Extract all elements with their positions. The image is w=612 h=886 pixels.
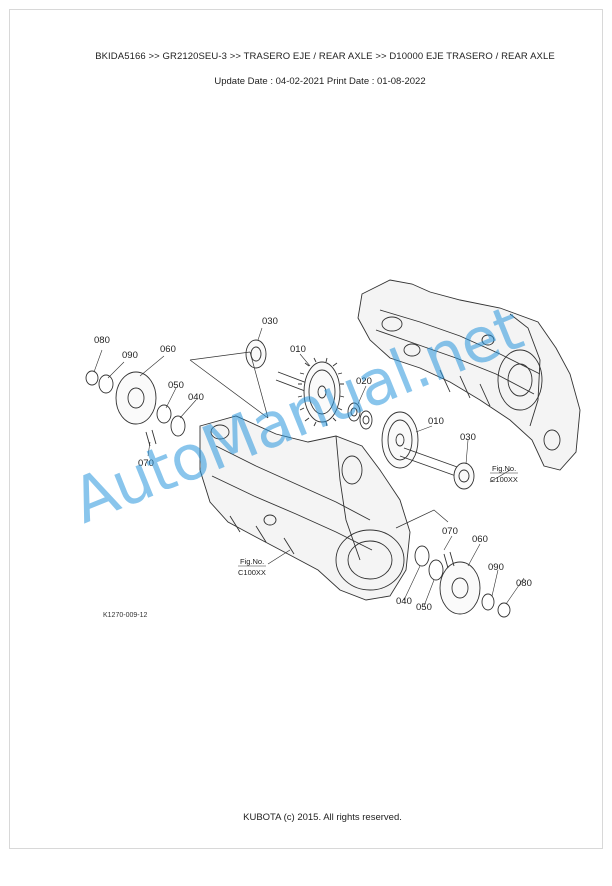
rear-axle-exploded-diagram: 080 090 060 050 040 070 030 010 020 010 …	[85, 279, 581, 618]
copyright-footer: KUBOTA (c) 2015. All rights reserved.	[243, 812, 402, 823]
update-print-dates: Update Date : 04-02-2021 Print Date : 01…	[214, 76, 426, 87]
figure-code: K1270-009-12	[103, 612, 148, 619]
fig-ref-left-code: C100XX	[238, 568, 266, 577]
callout-060-right: 060	[472, 534, 488, 545]
fig-ref-left-label: Fig.No.	[240, 557, 264, 566]
callout-020: 020	[356, 376, 372, 387]
callout-080-right: 080	[516, 578, 532, 589]
fig-ref-right-label: Fig.No.	[492, 464, 516, 473]
left-hub-assembly	[85, 370, 186, 447]
callout-010-top: 010	[290, 344, 306, 355]
shaft-gear-lower	[381, 411, 461, 477]
shaft-gear-upper	[275, 357, 345, 427]
bearing-upper	[245, 339, 267, 369]
fig-ref-right-code: C100XX	[490, 475, 518, 484]
callout-040-right: 040	[396, 596, 412, 607]
callout-050-left: 050	[168, 380, 184, 391]
callout-050-right: 050	[416, 602, 432, 613]
right-hub-assembly	[414, 545, 511, 618]
right-axle-housing	[357, 279, 581, 471]
callout-040-left: 040	[188, 392, 204, 403]
breadcrumb: BKIDA5166 >> GR2120SEU-3 >> TRASERO EJE …	[95, 51, 555, 62]
callout-080-left: 080	[94, 335, 110, 346]
left-axle-housing	[199, 415, 411, 601]
callout-090-left: 090	[122, 350, 138, 361]
callout-060-left: 060	[160, 344, 176, 355]
collar-set	[347, 402, 373, 430]
callout-070-right: 070	[442, 526, 458, 537]
callout-010-right: 010	[428, 416, 444, 427]
callout-030-top: 030	[262, 316, 278, 327]
callout-030-right: 030	[460, 432, 476, 443]
callout-090-right: 090	[488, 562, 504, 573]
callout-070-left: 070	[138, 458, 154, 469]
bearing-lower	[453, 462, 475, 490]
page-frame	[9, 9, 603, 849]
